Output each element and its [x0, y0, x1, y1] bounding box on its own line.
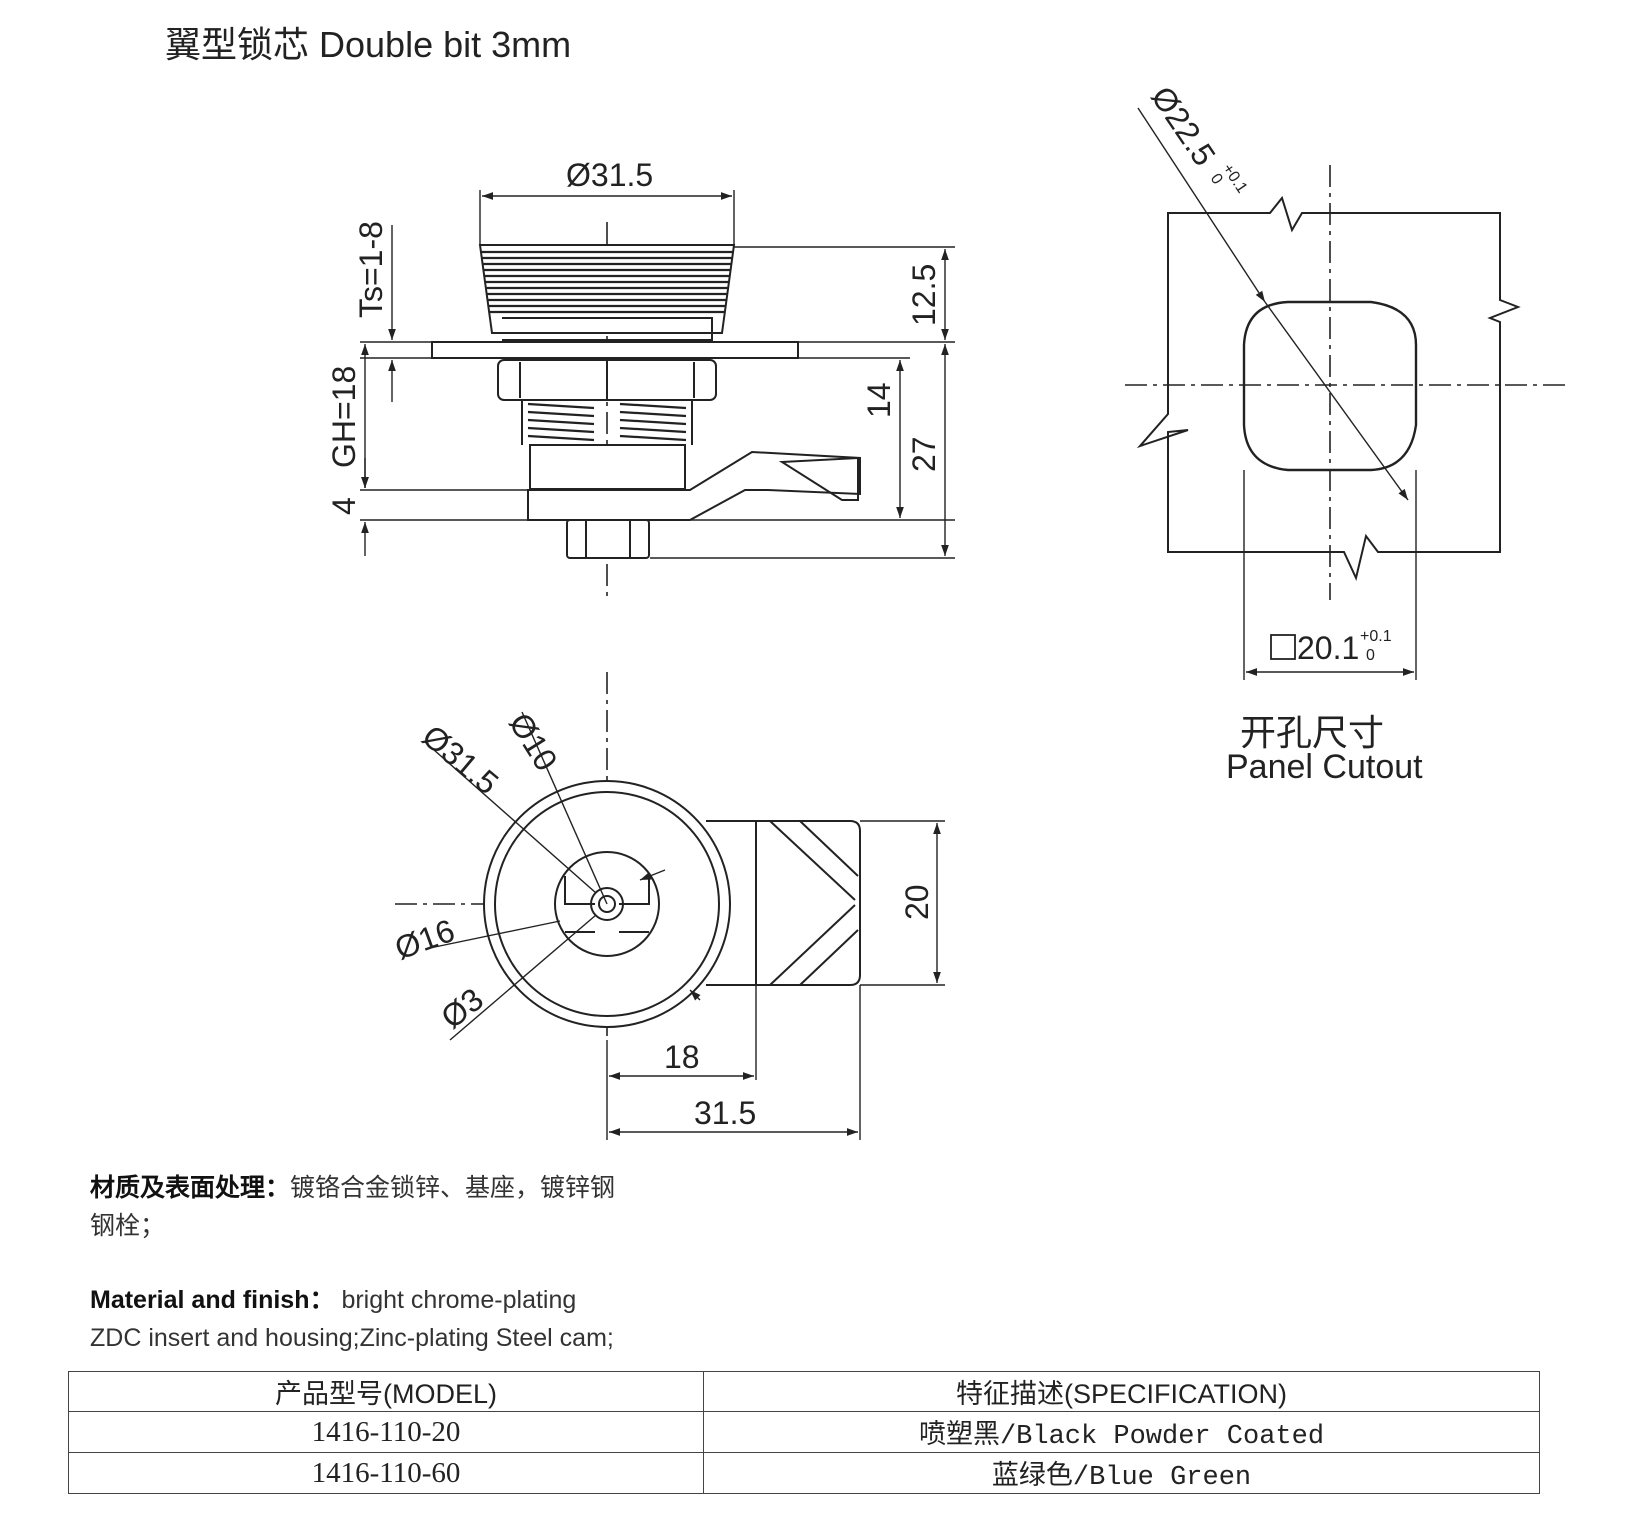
- side-view-labels: Ø31.5 Ts=1-8 GH=18 4 12.5 14 27: [326, 157, 942, 515]
- technical-drawing: Ø31.5 Ts=1-8 GH=18 4 12.5 14 27: [326, 80, 1568, 1140]
- table-row: 1416-110-20 喷塑黑/Black Powder Coated: [68, 1411, 1540, 1453]
- material-en-line-1: Material and finish： bright chrome-plati…: [90, 1282, 576, 1318]
- knurl-lines: [481, 250, 733, 314]
- row-model: 1416-110-20: [68, 1411, 704, 1453]
- dim-dia-3: Ø3: [434, 981, 490, 1036]
- row-spec: 喷塑黑/Black Powder Coated: [703, 1411, 1540, 1453]
- dim-dia-10: Ø10: [502, 707, 565, 777]
- dim-square-size: 20.1: [1297, 630, 1359, 666]
- spec-table: 产品型号(MODEL) 特征描述(SPECIFICATION) 1416-110…: [68, 1371, 1540, 1494]
- dim-dia-22-5: Ø22.5: [1144, 80, 1223, 172]
- dim-dia-31-5: Ø31.5: [416, 718, 506, 802]
- dim-gh: GH=18: [326, 366, 362, 468]
- material-en-label: Material and finish：: [90, 1286, 335, 1314]
- dim-dia-31-5-top: Ø31.5: [566, 157, 653, 193]
- dim-dia-16: Ø16: [390, 912, 459, 967]
- dim-4: 4: [326, 497, 362, 515]
- material-zh-line-1: 材质及表面处理：镀铬合金锁锌、基座，镀锌钢: [90, 1170, 615, 1206]
- dim-ts: Ts=1-8: [353, 221, 389, 318]
- row-spec: 蓝绿色/Blue Green: [703, 1452, 1540, 1494]
- thread: [527, 402, 687, 442]
- table-header-row: 产品型号(MODEL) 特征描述(SPECIFICATION): [68, 1371, 1540, 1412]
- dim-27: 27: [906, 436, 942, 472]
- dim-18: 18: [664, 1039, 700, 1075]
- panel-cutout: [1125, 107, 1568, 680]
- panel-cutout-label-zh: 开孔尺寸: [1240, 712, 1385, 753]
- front-view-dimensions: [424, 711, 945, 1140]
- material-en-text-2: ZDC insert and housing;Zinc-plating Stee…: [90, 1324, 614, 1352]
- dim-sq-tol-lower: 0: [1366, 647, 1375, 664]
- dim-14: 14: [861, 382, 897, 418]
- panel-cutout-label-en: Panel Cutout: [1226, 748, 1423, 786]
- dim-31-5-bottom: 31.5: [694, 1095, 756, 1131]
- material-zh-text-2: 钢栓；: [90, 1212, 166, 1240]
- row-model: 1416-110-60: [68, 1452, 704, 1494]
- material-zh-label: 材质及表面处理：: [90, 1174, 291, 1202]
- dim-12-5: 12.5: [906, 264, 942, 326]
- material-en-text-1: bright chrome-plating: [341, 1286, 577, 1314]
- table-row: 1416-110-60 蓝绿色/Blue Green: [68, 1452, 1540, 1494]
- material-zh-text-1: 镀铬合金锁锌、基座，镀锌钢: [290, 1174, 616, 1202]
- side-view: [431, 222, 861, 600]
- drawing-title: 翼型锁芯 Double bit 3mm: [165, 24, 572, 65]
- header-model: 产品型号(MODEL): [68, 1371, 704, 1412]
- header-spec: 特征描述(SPECIFICATION): [703, 1371, 1540, 1412]
- dim-dia-tol-lower: 0: [1207, 171, 1226, 188]
- side-view-dimensions: [360, 190, 955, 559]
- dim-sq-tol-upper: +0.1: [1360, 628, 1392, 645]
- dim-20: 20: [899, 884, 935, 920]
